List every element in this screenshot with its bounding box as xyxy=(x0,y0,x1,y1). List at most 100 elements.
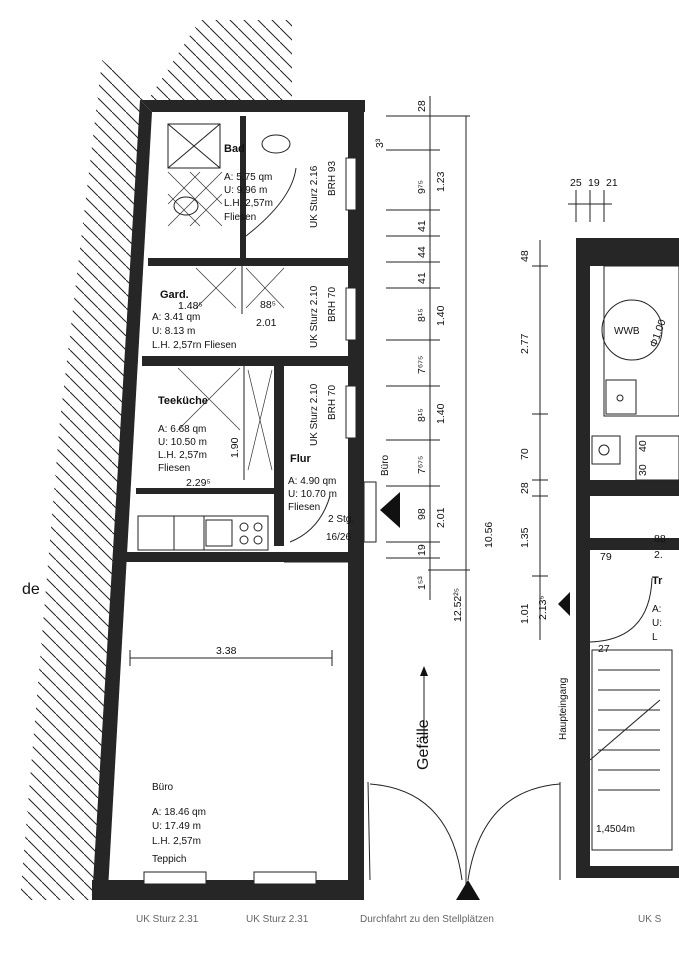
rb-dim-135: 1.35 xyxy=(519,527,531,548)
rb-wwb: WWB xyxy=(614,326,640,337)
dim-teekuche-w: 2.29⁵ xyxy=(186,477,211,489)
tile-grid-teekuche xyxy=(177,366,273,480)
rb-room-l: L xyxy=(652,632,658,643)
rb-dim-48: 48 xyxy=(519,250,531,262)
rb-top-dim-0: 25 xyxy=(570,177,582,189)
rb-dim-28: 28 xyxy=(519,482,531,494)
tile-grid-gard xyxy=(195,266,285,314)
room-perimeter-gard: U: 8.13 m xyxy=(152,326,195,337)
room-perimeter-flur: U: 10.70 m xyxy=(288,489,337,500)
chain-outer-8: 8¹⁵ xyxy=(416,408,428,422)
dim-gard-a: 1.48⁵ xyxy=(178,300,203,312)
chain-outer-0: 28 xyxy=(416,100,428,112)
dim-gard-c: 2.01 xyxy=(256,317,277,329)
room-name-flur: Flur xyxy=(290,453,311,465)
room-name-buro-small: Büro xyxy=(380,454,391,476)
room-floor-flur: Fliesen xyxy=(288,502,320,513)
rb-dim-88: 88 xyxy=(654,533,666,545)
room-name-buro: Büro xyxy=(152,782,174,793)
room-name-teekuche: Teeküche xyxy=(158,395,208,407)
gefaelle-label: Gefälle xyxy=(415,719,432,770)
room-area-gard: A: 3.41 qm xyxy=(152,312,200,323)
rb-side-30: 30 xyxy=(637,464,649,476)
step-arrow xyxy=(380,492,400,528)
chain-outer-11: 19 xyxy=(416,544,428,556)
ground-hatch-left xyxy=(20,60,148,900)
room-perimeter-buro: U: 17.49 m xyxy=(152,821,201,832)
chain-outer-12: 1⁵³ xyxy=(416,576,428,590)
chain-outer-4: 44 xyxy=(416,246,428,258)
rb-dim-79: 79 xyxy=(600,551,612,563)
room-area-buro: A: 18.46 qm xyxy=(152,807,206,818)
rb-room-u: U: xyxy=(652,618,662,629)
room-perimeter-teekuche: U: 10.50 m xyxy=(158,437,207,448)
stairs-flur: 2 Stg. xyxy=(328,514,354,525)
window-sturz-1: UK Sturz 2.16 xyxy=(309,165,320,228)
ground-hatch-top xyxy=(148,20,292,100)
room-height-bad: L.H. 2,57m xyxy=(224,198,273,209)
bottom-cut: UK S xyxy=(638,914,662,925)
window-frames xyxy=(143,157,357,885)
rb-room-a: A: xyxy=(652,604,661,615)
rb-room-cut: Tr xyxy=(652,575,663,587)
rb-dim-213: 2.13⁵ xyxy=(537,595,549,620)
chain-outer-7: 7⁶⁷⁵ xyxy=(416,356,428,374)
bottom-sturz-1: UK Sturz 2.31 xyxy=(136,914,199,925)
dimension-lines xyxy=(386,96,470,900)
chain-outer-5: 41 xyxy=(416,272,428,284)
stairs-ratio-flur: 16/26 xyxy=(326,532,351,543)
shower-tray xyxy=(167,123,221,169)
dim-gard-b: 88⁵ xyxy=(260,299,276,311)
chain-inner-2: 1.40 xyxy=(435,403,447,424)
rb-top-dim-1: 19 xyxy=(588,177,600,189)
bottom-durchfahrt: Durchfahrt zu den Stellplätzen xyxy=(360,914,494,925)
room-area-teekuche: A: 6.68 qm xyxy=(158,424,206,435)
chain-outer-2: 9⁷⁵ xyxy=(416,180,428,194)
door-swing-bad xyxy=(245,167,297,237)
entrance-door xyxy=(363,481,377,543)
window-sturz-2: UK Sturz 2.10 xyxy=(309,285,320,348)
overall-total: 12.52²⁵ xyxy=(452,588,464,622)
chain-outer-6: 8¹⁵ xyxy=(416,308,428,322)
room-height-gard: L.H. 2,57rn Fliesen xyxy=(152,340,237,351)
room-area-bad: A: 5.75 qm xyxy=(224,172,272,183)
window-brh-1: BRH 93 xyxy=(327,161,338,196)
door-swing-flur xyxy=(289,495,331,543)
window-brh-2: BRH 70 xyxy=(327,287,338,322)
room-floor-teekuche: Fliesen xyxy=(158,463,190,474)
chain-outer-3: 41 xyxy=(416,220,428,232)
room-name-gard: Gard. xyxy=(160,289,189,301)
rb-entrance: Haupteingang xyxy=(558,678,569,740)
chain-inner-3: 2.01 xyxy=(435,507,447,528)
left-cut-label: de xyxy=(22,581,40,598)
rb-side-40: 40 xyxy=(637,440,649,452)
driveway-doors xyxy=(367,781,561,900)
rb-top-dim-2: 21 xyxy=(606,177,618,189)
bottom-sturz-2: UK Sturz 2.31 xyxy=(246,914,309,925)
toilet xyxy=(173,196,199,216)
washbasin xyxy=(261,134,291,154)
chain-inner-1: 1.40 xyxy=(435,305,447,326)
room-perimeter-bad: U: 9.96 m xyxy=(224,185,267,196)
window-brh-3: BRH 70 xyxy=(327,385,338,420)
room-height-buro: L.H. 2,57m xyxy=(152,836,201,847)
overall-mid: 10.56 xyxy=(483,522,495,548)
chain-outer-10: 98 xyxy=(416,508,428,520)
room-floor-bad: Fliesen xyxy=(224,212,256,223)
room-name-bad: Bad xyxy=(224,143,245,155)
rb-dim-101: 1.01 xyxy=(519,603,531,624)
window-sturz-3: UK Sturz 2.10 xyxy=(309,383,320,446)
rb-level: 1,4504m xyxy=(596,824,635,835)
dim-teekuche-h: 1.90 xyxy=(229,437,241,458)
room-height-teekuche: L.H. 2,57m xyxy=(158,450,207,461)
rb-dim-70: 70 xyxy=(519,448,531,460)
rb-dim-27: 27 xyxy=(598,643,610,655)
kitchen-counter xyxy=(137,515,269,551)
rb-diameter: Φ1.00 xyxy=(648,318,669,349)
chain-inner-0: 1.23 xyxy=(435,171,447,192)
chain-outer-9: 7⁶⁷⁵ xyxy=(416,456,428,474)
room-floor-buro: Teppich xyxy=(152,854,186,865)
buro-width-line xyxy=(129,650,333,666)
rb-dim-277: 2.77 xyxy=(519,333,531,354)
